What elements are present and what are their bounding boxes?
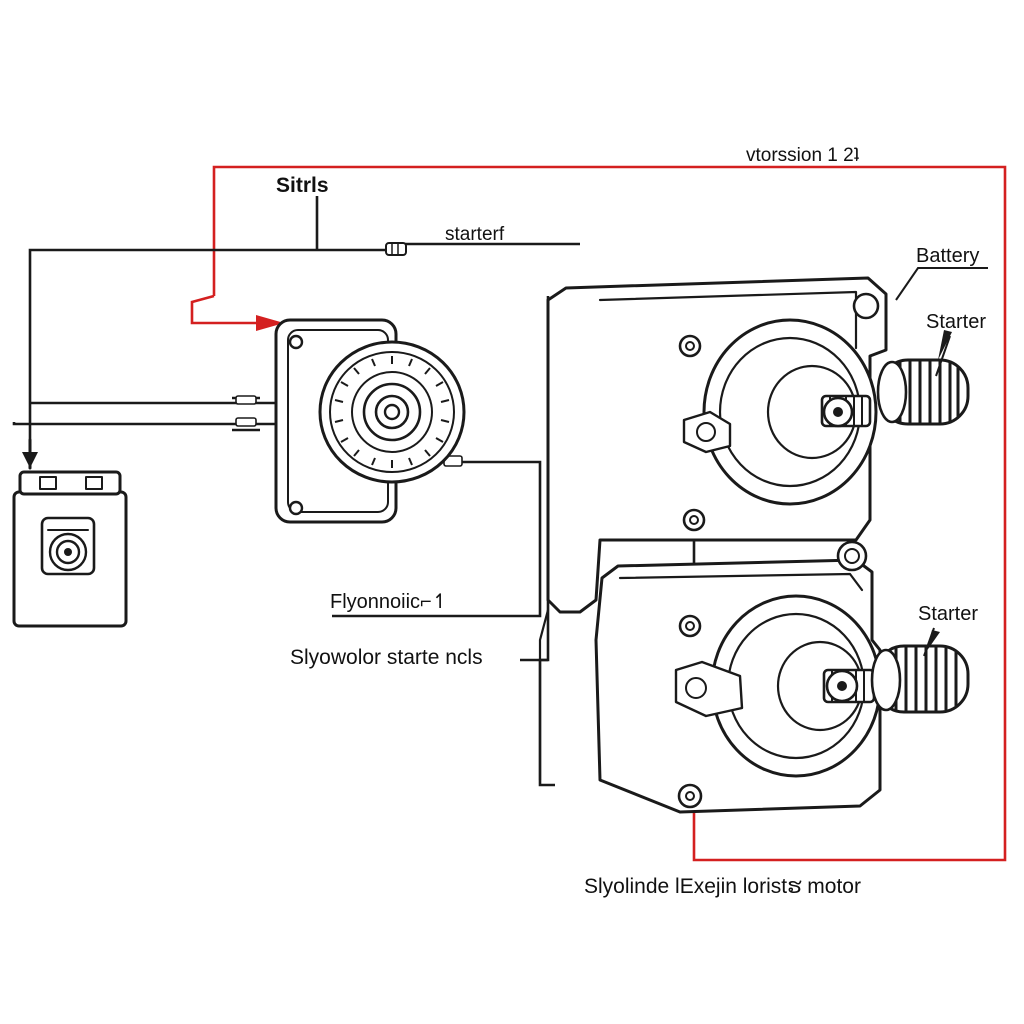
bottom-caption-label: Slyolinde lExejin loristຮ motor <box>584 875 861 898</box>
engine-upper-details <box>678 292 880 532</box>
wire-connector <box>385 242 407 256</box>
arrow-right-icon <box>256 315 284 331</box>
red-wire-loop <box>212 165 1007 862</box>
version-label: ᴠtorssion 1 2ʇ <box>746 145 860 166</box>
lower-starter-gear-icon <box>822 644 970 714</box>
sitrls-label: Sitrls <box>276 174 329 197</box>
upper-starter-gear-icon <box>820 358 970 428</box>
solenoid-label: Slyowolor starte ncls <box>290 646 483 669</box>
starter-motor-icon <box>274 318 466 524</box>
battery-icon <box>12 438 128 628</box>
starter-lead-label: starterf <box>445 224 505 245</box>
flywheel-label: Flyonnoiic⌐↿ <box>330 591 448 613</box>
starter-upper-label: Starter <box>926 311 986 333</box>
terminal-clips <box>235 395 463 467</box>
leader-lines <box>895 267 988 657</box>
red-wire-feed <box>190 294 258 325</box>
battery-label: Battery <box>916 245 979 267</box>
starter-lower-label: Starter <box>918 603 978 625</box>
arrow-down-icon <box>22 452 38 468</box>
starter-motor-vents <box>334 356 450 468</box>
